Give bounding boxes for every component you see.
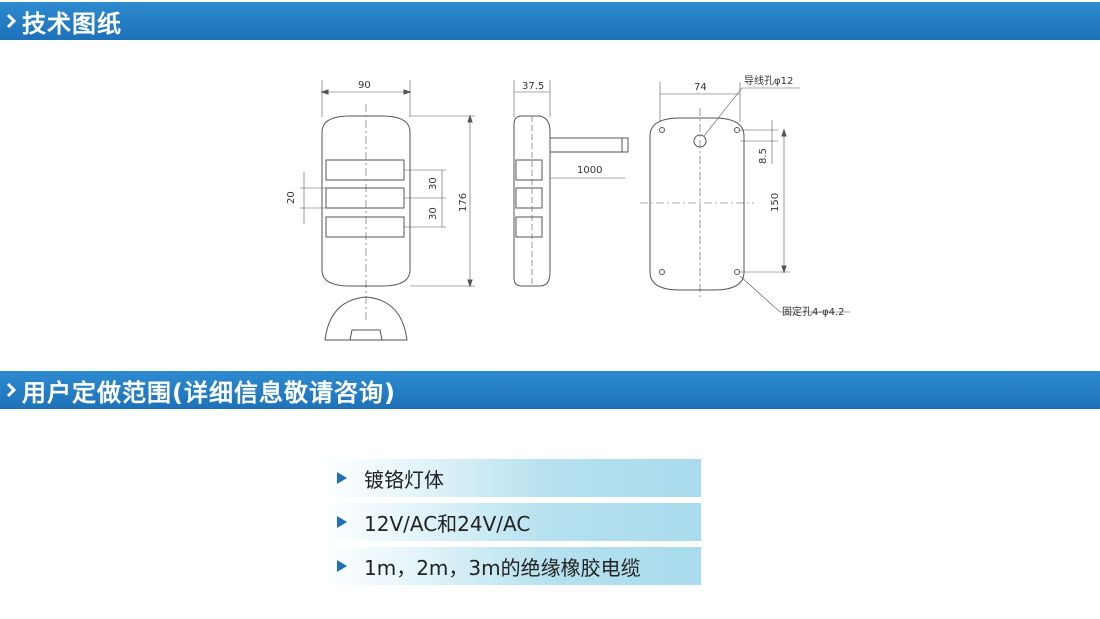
list-item: 12V/AC和24V/AC — [320, 503, 701, 541]
triangle-bullet-icon — [320, 515, 364, 529]
back-view — [640, 82, 850, 313]
chevron-right-icon — [0, 2, 22, 40]
list-item: 镀铬灯体 — [320, 459, 701, 497]
section-title: 用户定做范围(详细信息敬请咨询) — [22, 378, 396, 407]
dim-pitch-lower: 30 — [428, 207, 439, 220]
customization-header: 用户定做范围(详细信息敬请咨询) — [0, 371, 1100, 409]
label-mount-holes: 固定孔4-φ4.2 — [782, 305, 844, 318]
dim-front-width: 90 — [358, 80, 371, 91]
section-title: 技术图纸 — [22, 9, 122, 38]
side-view — [513, 80, 629, 287]
chevron-right-icon — [0, 371, 22, 409]
triangle-bullet-icon — [320, 559, 364, 573]
triangle-bullet-icon — [320, 471, 364, 485]
label-wire-hole: 导线孔φ12 — [744, 74, 793, 87]
front-view — [300, 80, 475, 341]
list-item: 1m，2m，3m的绝缘橡胶电缆 — [320, 547, 701, 585]
technical-drawing: 90 176 20 30 30 37.5 1000 — [286, 74, 850, 341]
dim-side-depth: 37.5 — [522, 81, 544, 92]
feature-text: 12V/AC和24V/AC — [364, 511, 531, 536]
technical-drawings-header: 技术图纸 — [0, 2, 1100, 40]
dim-pitch-upper: 30 — [428, 177, 439, 190]
dim-back-width: 74 — [694, 82, 707, 93]
feature-list: 镀铬灯体 12V/AC和24V/AC 1m，2m，3m的绝缘橡胶电缆 — [320, 459, 701, 591]
dim-cable-length: 1000 — [577, 165, 602, 176]
dim-front-height: 176 — [458, 193, 469, 212]
dim-window-height: 20 — [286, 191, 297, 204]
feature-text: 镀铬灯体 — [364, 467, 444, 492]
dim-hole-spacing: 150 — [770, 193, 781, 212]
feature-text: 1m，2m，3m的绝缘橡胶电缆 — [364, 555, 641, 580]
dim-top-offset: 8.5 — [758, 148, 769, 164]
